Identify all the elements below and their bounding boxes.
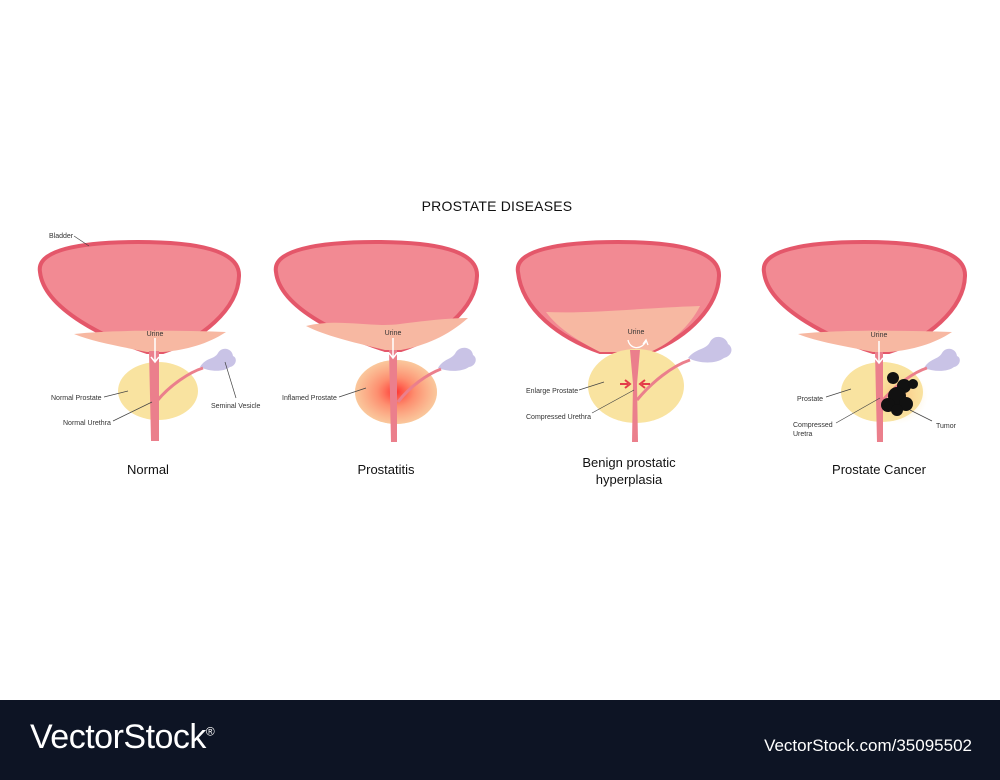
urine-flow-arrow: [874, 341, 884, 365]
label-urine: Urine: [147, 331, 164, 338]
urine-flow-arrow: [150, 338, 160, 364]
registered-mark: ®: [205, 724, 215, 739]
urine-flow-arrow: [388, 338, 398, 360]
vas-duct: [396, 367, 442, 403]
label-urine: Urine: [385, 330, 402, 337]
urethra: [875, 352, 883, 442]
label-prostate: Inflamed Prostate: [282, 395, 337, 402]
caption-normal: Normal: [127, 462, 169, 477]
leader-prostate: [338, 387, 367, 398]
leader-tumor: [909, 409, 933, 422]
label-prostate: Normal Prostate: [51, 395, 102, 402]
label-urine: Urine: [628, 329, 645, 336]
leader-prostate: [103, 390, 129, 398]
compression-arrow-left: [620, 379, 632, 389]
compression-arrow-right: [638, 379, 650, 389]
vas-duct: [155, 366, 204, 402]
seminal-vesicle: [924, 348, 960, 371]
seminal-vesicle: [688, 336, 732, 363]
urethra: [389, 350, 397, 442]
watermark-brand: VectorStock®: [30, 718, 215, 757]
watermark-image-id: VectorStock.com/35095502: [764, 736, 972, 755]
urine: [306, 318, 468, 350]
watermark-footer: [0, 700, 1000, 780]
leader-urethra: [112, 401, 153, 422]
leader-urethra: [591, 389, 635, 414]
panel-prostatitis: Urine Inflamed Prostate Prostatitis: [273, 239, 480, 477]
label-prostate: Prostate: [797, 396, 823, 403]
leader-vesicle: [224, 361, 237, 399]
seminal-vesicle: [438, 347, 476, 371]
label-tumor: Tumor: [936, 423, 957, 430]
label-urethra-line1: Compressed: [793, 422, 833, 429]
caption-bph-line1: Benign prostatic: [582, 455, 676, 470]
prostate-diseases-diagram: PROSTATE DISEASES Urine Bladder Normal P…: [37, 198, 968, 487]
caption-cancer: Prostate Cancer: [832, 462, 927, 477]
panel-normal: Urine Bladder Normal Prostate Normal Ure…: [37, 233, 261, 477]
leader-prostate: [578, 381, 605, 391]
leader-urethra: [835, 397, 881, 424]
leader-prostate: [825, 388, 852, 398]
leader-bladder: [73, 235, 90, 247]
label-urethra-line2: Uretra: [793, 431, 813, 438]
retention-arrow: [627, 338, 649, 349]
urine: [546, 306, 700, 352]
caption-prostatitis: Prostatitis: [357, 462, 415, 477]
label-bladder: Bladder: [49, 233, 74, 240]
urethra: [148, 351, 159, 441]
urethra: [630, 350, 640, 442]
urine: [74, 330, 226, 352]
tumor: [881, 372, 918, 416]
panel-cancer: Urine Prostate Compressed Uretra Tumor P…: [761, 239, 968, 477]
label-urethra: Normal Urethra: [63, 420, 111, 427]
label-urethra: Compressed Urethra: [526, 414, 591, 421]
urine: [798, 330, 952, 352]
seminal-vesicle: [200, 348, 236, 371]
panel-bph: Urine Enlarge Prostate Compressed Urethr…: [515, 239, 732, 487]
caption-bph-line2: hyperplasia: [596, 472, 663, 487]
vas-duct: [635, 358, 691, 401]
label-vesicle: Seminal Vesicle: [211, 403, 261, 410]
label-urine: Urine: [871, 332, 888, 339]
label-prostate: Enlarge Prostate: [526, 388, 578, 395]
diagram-title: PROSTATE DISEASES: [422, 198, 573, 214]
brand-text: VectorStock: [30, 718, 206, 756]
